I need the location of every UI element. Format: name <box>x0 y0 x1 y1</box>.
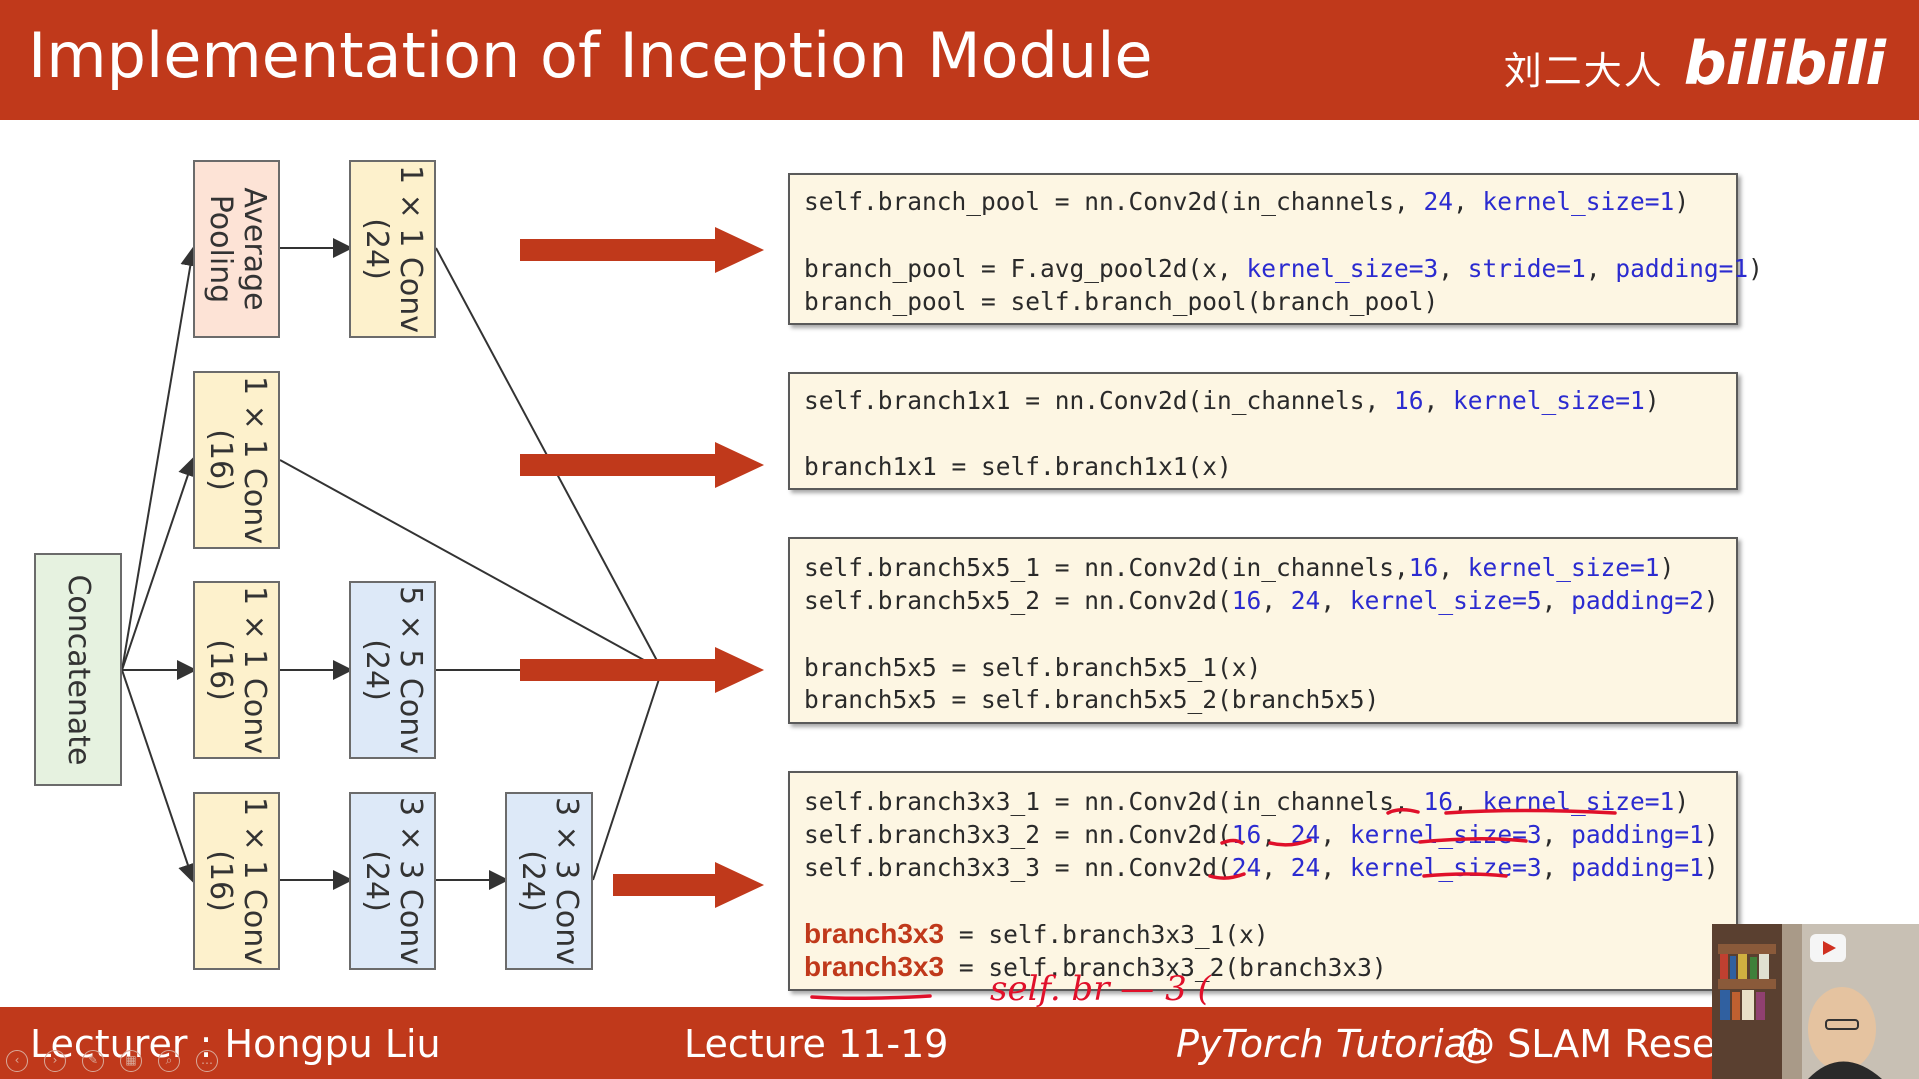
conv1x1-branch1-line2: (16) <box>202 429 238 491</box>
conv3x3-b-box: 3 × 3 Conv(24) <box>505 792 593 970</box>
code-line: self.branch_pool = nn.Conv2d(in_channels… <box>804 187 1690 216</box>
code-block-branch3x3: self.branch3x3_1 = nn.Conv2d(in_channels… <box>788 771 1738 991</box>
code-line: branch3x3 = self.branch3x3_1(x) <box>804 918 1269 949</box>
conv5x5-box: 5 × 5 Conv(24) <box>349 581 436 759</box>
code-line: self.branch1x1 = nn.Conv2d(in_channels, … <box>804 386 1660 415</box>
conv1x1-branch5-box: 1 × 1 Conv(16) <box>193 581 280 759</box>
conv3x3-a-line2: (24) <box>358 850 394 912</box>
webcam-overlay <box>1712 924 1919 1079</box>
conv3x3-a-line1: 3 × 3 Conv <box>392 797 428 965</box>
arrow-branch5x5 <box>520 647 764 693</box>
conv3x3-a-box: 3 × 3 Conv(24) <box>349 792 436 970</box>
code-line: branch_pool = self.branch_pool(branch_po… <box>804 287 1439 316</box>
arrow-branch3x3 <box>613 862 764 908</box>
pen-tool-icon[interactable]: ✎ <box>82 1050 104 1072</box>
conv5x5-line2: (24) <box>358 639 394 701</box>
webcam-feed-image <box>1712 924 1919 1079</box>
slide-footer: Lecturer : Hongpu Liu Lecture 11-19 PyTo… <box>0 1007 1919 1079</box>
conv5x5-line1: 5 × 5 Conv <box>392 586 428 754</box>
conv3x3-b-line2: (24) <box>515 850 550 912</box>
code-block-branch1x1: self.branch1x1 = nn.Conv2d(in_channels, … <box>788 372 1738 490</box>
conv1x1-pool-box: 1 × 1 Conv(24) <box>349 160 436 338</box>
code-line: self.branch5x5_2 = nn.Conv2d(16, 24, ker… <box>804 586 1719 615</box>
code-line: self.branch3x3_1 = nn.Conv2d(in_channels… <box>804 787 1690 816</box>
lecture-number: Lecture 11-19 <box>684 1022 949 1066</box>
code-line: branch_pool = F.avg_pool2d(x, kernel_siz… <box>804 254 1763 283</box>
concatenate-box: Concatenate <box>34 553 122 786</box>
conv3x3-b-line1: 3 × 3 Conv <box>549 797 584 965</box>
conv1x1-pool-line2: (24) <box>358 218 394 280</box>
arrow-pool <box>520 227 764 273</box>
avg-pool-line1: Average <box>236 187 272 311</box>
code-line: branch1x1 = self.branch1x1(x) <box>804 452 1232 481</box>
bilibili-logo: bilibili <box>1683 29 1886 99</box>
code-line: branch5x5 = self.branch5x5_1(x) <box>804 653 1262 682</box>
slides-grid-icon[interactable]: ▦ <box>120 1050 142 1072</box>
next-slide-icon[interactable]: › <box>44 1050 66 1072</box>
conv1x1-pool-line1: 1 × 1 Conv <box>392 165 428 333</box>
avg-pool-line2: Pooling <box>202 194 238 304</box>
code-line: self.branch3x3_3 = nn.Conv2d(24, 24, ker… <box>804 853 1719 882</box>
brand-author: 刘二大人 <box>1503 49 1664 93</box>
conv1x1-branch1-line1: 1 × 1 Conv <box>236 376 272 544</box>
code-block-pool: self.branch_pool = nn.Conv2d(in_channels… <box>788 173 1763 325</box>
more-options-icon[interactable]: … <box>196 1050 218 1072</box>
conv1x1-branch5-line2: (16) <box>202 639 238 701</box>
conv1x1-branch3-line1: 1 × 1 Conv <box>236 797 272 965</box>
conv1x1-branch3-line2: (16) <box>202 850 238 912</box>
code-line: self.branch3x3_2 = nn.Conv2d(16, 24, ker… <box>804 820 1719 849</box>
zoom-icon[interactable]: ⌕ <box>158 1050 180 1072</box>
conv1x1-branch5-line1: 1 × 1 Conv <box>236 586 272 754</box>
conv1x1-branch3-box: 1 × 1 Conv(16) <box>193 792 280 970</box>
concatenate-label: Concatenate <box>61 573 96 766</box>
arrow-branch1x1 <box>520 442 764 488</box>
org-label: @ SLAM Resea <box>1457 1022 1739 1066</box>
code-block-branch5x5: self.branch5x5_1 = nn.Conv2d(in_channels… <box>788 537 1738 724</box>
conv1x1-branch1-box: 1 × 1 Conv(16) <box>193 371 280 549</box>
prev-slide-icon[interactable]: ‹ <box>6 1050 28 1072</box>
tutorial-label: PyTorch Tutorial <box>1176 1022 1478 1066</box>
code-line: branch3x3 = self.branch3x3_2(branch3x3) <box>804 951 1387 982</box>
code-line: self.branch5x5_1 = nn.Conv2d(in_channels… <box>804 553 1675 582</box>
slide-title: Implementation of Inception Module <box>28 19 1153 92</box>
code-line: branch5x5 = self.branch5x5_2(branch5x5) <box>804 685 1380 714</box>
